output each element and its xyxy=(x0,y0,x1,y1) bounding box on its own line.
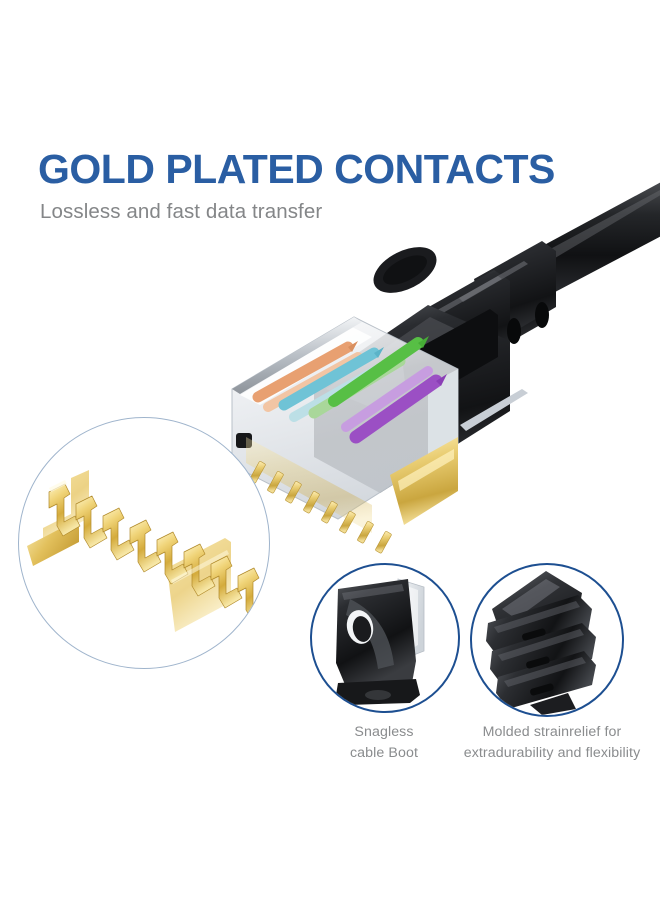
caption-line-1: Molded strainrelief for xyxy=(482,724,622,740)
wire-tips xyxy=(348,336,447,386)
gold-contacts-row xyxy=(246,437,458,554)
page-title: GOLD PLATED CONTACTS xyxy=(38,146,555,192)
caption-snagless-boot: Snagless cable Boot xyxy=(298,722,470,763)
gold-contacts-artwork xyxy=(19,418,269,668)
boot-eyelet xyxy=(373,247,437,293)
strain-relief-artwork xyxy=(486,571,596,715)
snagless-boot-artwork xyxy=(336,578,425,705)
caption-line-2: cable Boot xyxy=(349,744,419,761)
caption-molded-strainrelief: Molded strainrelief for extradurability … xyxy=(452,722,652,763)
callout-snagless-boot xyxy=(310,563,460,713)
twisted-pair-wires xyxy=(252,337,443,444)
callout-gold-contacts xyxy=(18,417,270,669)
cable-jacket xyxy=(522,182,660,301)
caption-line-2: extradurability and flexibility xyxy=(463,744,641,761)
page-subtitle: Lossless and fast data transfer xyxy=(40,200,323,223)
callout-molded-strainrelief xyxy=(470,563,624,717)
caption-line-1: Snagless xyxy=(354,724,414,740)
ground-tang xyxy=(460,389,528,431)
rj45-connector-illustration xyxy=(222,175,660,565)
